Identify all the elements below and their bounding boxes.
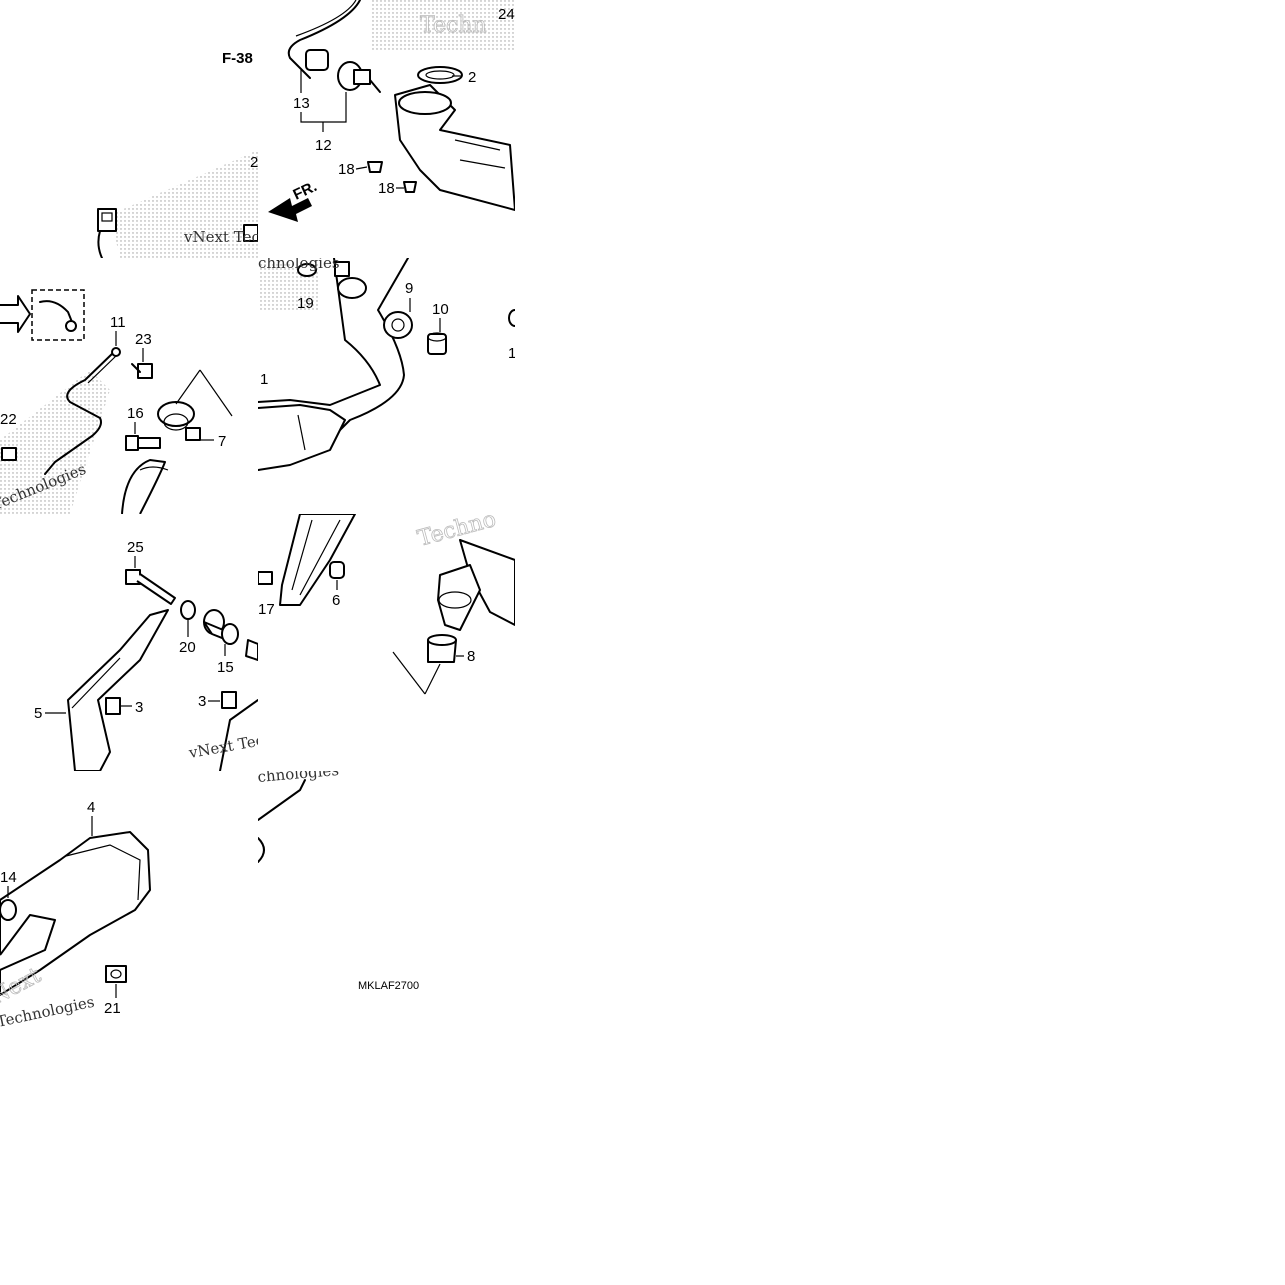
tile-bottom-left: Next Technologies 4 14 21 xyxy=(0,799,151,1028)
callout-17: 17 xyxy=(258,601,275,618)
callout-8: 8 xyxy=(467,648,475,665)
collar-15 xyxy=(203,609,239,645)
callout-fragment: 2 xyxy=(250,154,258,171)
watermark-fragment-7: chnologies xyxy=(257,761,340,786)
callout-5: 5 xyxy=(34,705,42,722)
muffler-bracket xyxy=(279,514,356,606)
gasket xyxy=(417,66,463,84)
callout-13: 13 xyxy=(293,95,310,112)
callout-18-b: 18 xyxy=(378,180,395,197)
o2-sensor-connector xyxy=(97,208,117,258)
callout-20: 20 xyxy=(179,639,196,656)
collar-8 xyxy=(427,634,457,663)
heat-shield xyxy=(67,609,169,771)
watermark-2: vNext Technologies xyxy=(187,718,338,762)
callout-4: 4 xyxy=(87,799,95,816)
callout-1: 1 xyxy=(260,371,268,388)
tile-lower-center: Techno 6 17 8 xyxy=(258,507,515,695)
callout-22: 22 xyxy=(0,411,17,428)
callout-6: 6 xyxy=(332,592,340,609)
callout-9: 9 xyxy=(405,280,413,297)
tile-middle-left: 11 23 16 7 22 Technologies xyxy=(0,289,233,514)
callout-3: 3 xyxy=(135,699,143,716)
nut-21 xyxy=(105,965,127,983)
bolt-17 xyxy=(258,571,273,585)
bolt-22 xyxy=(1,447,17,461)
washer-20 xyxy=(180,600,196,620)
muffler-bracket-4 xyxy=(0,914,56,971)
watermark-fragment-3: chnologies xyxy=(258,254,340,272)
tile-lower-left: vNext Technologies 25 20 15 3 3 5 xyxy=(34,539,338,771)
front-direction-arrow: FR. xyxy=(268,178,320,222)
tile-top-center: Techn 24 FR. 2 13 12 18 18 xyxy=(268,0,515,222)
nut-18b xyxy=(403,181,417,193)
bolt-25 xyxy=(125,569,176,605)
nut-18 xyxy=(367,161,383,173)
bolt-23 xyxy=(131,363,153,379)
grommet-6 xyxy=(329,561,345,579)
pipe-fitting xyxy=(305,49,329,71)
exhaust-pipe-end xyxy=(121,459,166,514)
ground-cable xyxy=(44,351,115,475)
washer-19 xyxy=(297,263,317,277)
clamp-7 xyxy=(157,401,201,441)
muffler-joint xyxy=(258,404,346,471)
callout-18: 18 xyxy=(338,161,355,178)
hanger-damper xyxy=(437,564,481,631)
watermark: vNext Technologies xyxy=(183,228,333,246)
callout-16: 16 xyxy=(127,405,144,422)
drawing-code: MKLAF2700 xyxy=(358,980,419,992)
grommet-9 xyxy=(383,311,413,339)
reference-arrow xyxy=(0,295,31,333)
tile-bottom-center: chnologies MKLAF2700 xyxy=(257,761,419,992)
callout-24: 24 xyxy=(498,6,515,23)
callout-10: 10 xyxy=(432,301,449,318)
washer-14 xyxy=(0,899,17,921)
callout-19: 19 xyxy=(297,295,314,312)
callout-14: 14 xyxy=(0,869,17,886)
page-ref-text: F-38 xyxy=(222,50,253,67)
tile-middle-center: 9 10 19 1 1 chnologies xyxy=(258,254,516,471)
page-reference-label: F-38 xyxy=(222,50,253,67)
callout-15: 15 xyxy=(217,659,234,676)
callout-7: 7 xyxy=(218,433,226,450)
nut-3 xyxy=(105,697,121,715)
pipe-clamp xyxy=(334,261,367,299)
fr-label: FR. xyxy=(291,178,320,204)
callout-12: 12 xyxy=(315,137,332,154)
nut-3b xyxy=(221,691,237,709)
tile-top-left: F-38 vNext Technologies 2 xyxy=(97,50,333,258)
callout-2: 2 xyxy=(468,69,476,86)
callout-fragment-1: 1 xyxy=(508,345,516,362)
callout-25: 25 xyxy=(127,539,144,556)
watermark-fragment-4: Techno xyxy=(415,507,499,552)
watermark-fragment: Techn xyxy=(420,13,487,38)
callout-11: 11 xyxy=(110,314,126,331)
detail-inset xyxy=(31,289,85,341)
collar-10 xyxy=(427,332,447,355)
callout-21: 21 xyxy=(104,1000,121,1017)
bolt-16 xyxy=(125,435,161,451)
callout-23: 23 xyxy=(135,331,152,348)
callout-3-b: 3 xyxy=(198,693,206,710)
